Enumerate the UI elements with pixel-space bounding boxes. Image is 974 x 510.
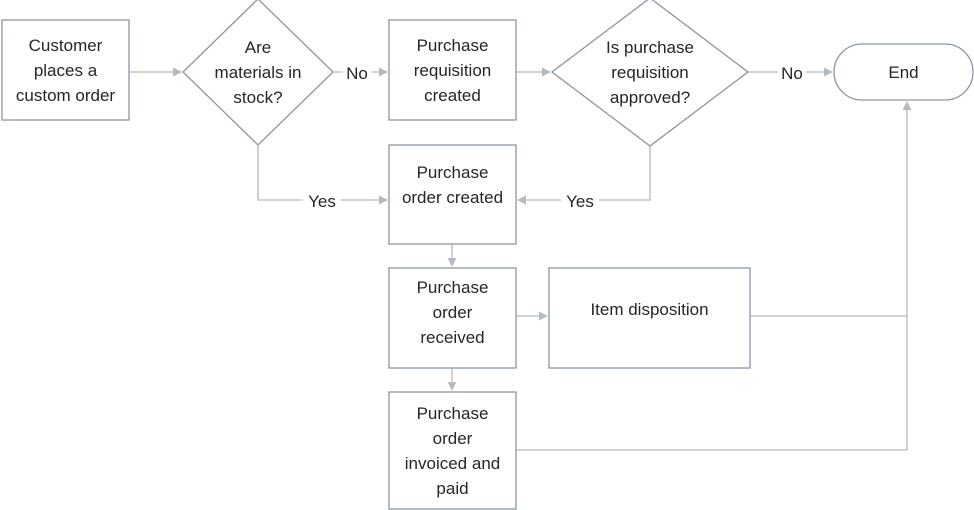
connectors-layer	[129, 67, 912, 451]
edge-label-yes: Yes	[308, 192, 336, 211]
node-po-created: Purchase order created	[388, 144, 517, 245]
node-disposition: Item disposition	[548, 267, 751, 369]
node-label-line: paid	[436, 479, 468, 498]
connector-po_invoiced-to-end	[516, 316, 908, 451]
node-label-line: received	[420, 328, 484, 347]
terminator-shape	[833, 43, 974, 101]
edge-label-bg	[561, 190, 599, 212]
edge-label-bg	[303, 190, 341, 212]
node-label-line: requisition	[414, 61, 492, 80]
connector-disposition-to-end	[750, 101, 912, 317]
node-label-line: order	[433, 303, 473, 322]
edge-label-no: No	[346, 64, 368, 83]
connector-in_stock-yes	[257, 145, 388, 205]
decision-diamond	[182, 0, 334, 146]
node-po-invoiced: Purchase order invoiced and paid	[388, 391, 517, 510]
node-label-line: approved?	[610, 88, 690, 107]
process-box	[548, 267, 751, 369]
node-label-line: Purchase	[417, 163, 489, 182]
node-label-line: Are	[245, 38, 271, 57]
decision-diamond	[550, 0, 750, 147]
node-label-line: Is purchase	[606, 38, 694, 57]
process-box	[388, 267, 517, 369]
node-customer: Customer places a custom order	[1, 19, 130, 121]
node-label-line: Purchase	[417, 278, 489, 297]
process-box	[388, 391, 517, 510]
node-label-line: invoiced and	[405, 454, 500, 473]
node-label-line: requisition	[611, 63, 689, 82]
node-po-received: Purchase order received	[388, 267, 517, 369]
node-label-line: order	[433, 429, 473, 448]
edge-label-yes: Yes	[566, 192, 594, 211]
process-box	[388, 144, 517, 245]
process-box	[1, 19, 130, 121]
node-label-line: stock?	[233, 88, 282, 107]
node-label-line: End	[888, 63, 918, 82]
node-req-created: Purchase requisition created	[388, 19, 517, 121]
process-box	[388, 19, 517, 121]
node-label-line: created	[424, 86, 481, 105]
node-label-line: Purchase	[417, 36, 489, 55]
node-label-line: custom order	[16, 86, 116, 105]
node-label-line: materials in	[215, 63, 302, 82]
node-label-line: Item disposition	[590, 300, 708, 319]
node-label-line: Purchase	[417, 404, 489, 423]
node-end: End	[833, 43, 974, 101]
node-label-line: Customer	[29, 36, 103, 55]
node-in-stock: Are materials in stock?	[182, 0, 334, 146]
node-label-line: places a	[34, 61, 98, 80]
node-label-line: order created	[402, 188, 503, 207]
edge-label-no: No	[781, 64, 803, 83]
node-req-approved: Is purchase requisition approved?	[550, 0, 750, 147]
edge-label-bg	[343, 62, 371, 84]
edge-label-bg	[778, 62, 806, 84]
